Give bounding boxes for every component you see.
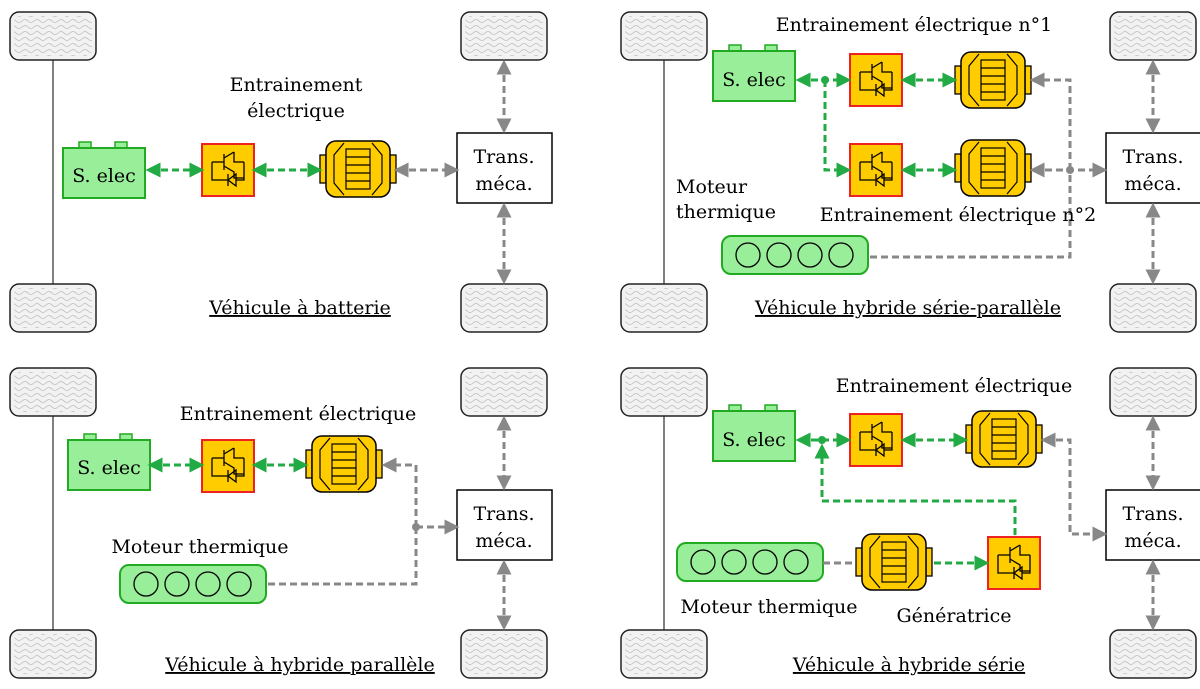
transmission-label-line1: Trans. <box>473 146 534 168</box>
transmission-box <box>1105 132 1200 204</box>
diagram-title: Véhicule hybride série-parallèle <box>754 297 1061 319</box>
electric-motor-icon <box>319 140 397 198</box>
panel-parallel-hybrid: S. elec Trans. méca. Entrainement électr… <box>9 367 553 679</box>
diagram-title: Véhicule à hybride parallèle <box>164 654 435 676</box>
tire-icon <box>460 629 548 679</box>
tire-icon <box>460 11 548 61</box>
drive-label: Entrainement électrique <box>836 375 1073 397</box>
tire-icon <box>460 367 548 417</box>
engine-icon <box>721 235 869 275</box>
electric-motor-icon <box>965 410 1043 468</box>
tire-icon <box>620 283 708 333</box>
electric-motor-icon <box>305 435 383 493</box>
gray-arrow <box>870 170 1072 259</box>
drive-label-line1: Entrainement <box>230 74 363 96</box>
engine-label-line1: Moteur <box>676 176 748 198</box>
panel-series-parallel-hybrid: S. elec Trans. méca. Entrainement électr… <box>620 11 1200 333</box>
drive2-label: Entrainement électrique n°2 <box>820 204 1096 226</box>
drive-label-line2: électrique <box>247 100 345 122</box>
converter-icon <box>201 143 255 197</box>
tire-icon <box>9 283 97 333</box>
diagram-title: Véhicule à hybride série <box>792 654 1025 676</box>
battery-label: S. elec <box>72 165 136 187</box>
battery-label: S. elec <box>722 69 786 91</box>
tire-icon <box>1109 367 1197 417</box>
junction-dot <box>1066 166 1074 174</box>
tire-icon <box>1109 283 1197 333</box>
converter-icon <box>849 53 903 107</box>
transmission-label-line1: Trans. <box>1122 503 1183 525</box>
tire-icon <box>9 629 97 679</box>
tire-icon <box>1109 629 1197 679</box>
transmission-label-line2: méca. <box>475 173 532 195</box>
junction-dot <box>821 76 829 84</box>
junction-dot <box>818 436 826 444</box>
engine-icon <box>119 564 267 604</box>
drive-label: Entrainement électrique <box>180 403 417 425</box>
engine-label: Moteur thermique <box>680 596 857 618</box>
converter-icon <box>849 143 903 197</box>
transmission-label-line1: Trans. <box>1122 146 1183 168</box>
transmission-label-line2: méca. <box>1124 173 1181 195</box>
transmission-label-line2: méca. <box>1124 530 1181 552</box>
green-arrow <box>823 80 852 178</box>
gray-arrow <box>1029 72 1072 170</box>
tire-icon <box>620 629 708 679</box>
tire-icon <box>9 367 97 417</box>
gray-arrow <box>381 457 418 527</box>
gray-arrow <box>268 527 418 586</box>
engine-label-line2: thermique <box>676 201 776 223</box>
tire-icon <box>460 283 548 333</box>
gray-arrow <box>1040 432 1108 542</box>
tire-icon <box>1109 11 1197 61</box>
generator-label: Génératrice <box>897 605 1012 627</box>
transmission-label-line1: Trans. <box>473 503 534 525</box>
electric-motor-icon <box>954 139 1032 197</box>
converter-icon <box>849 413 903 467</box>
green-arrow <box>814 443 1017 535</box>
generator-icon <box>855 533 933 591</box>
battery-label: S. elec <box>77 457 141 479</box>
diagram-title: Véhicule à batterie <box>208 297 391 319</box>
tire-icon <box>620 367 708 417</box>
rectifier-icon <box>987 536 1041 590</box>
converter-icon <box>201 439 255 493</box>
drive1-label: Entrainement électrique n°1 <box>776 14 1052 36</box>
transmission-label-line2: méca. <box>475 530 532 552</box>
panel-battery-vehicle: S. elec Trans. méca. Entrainement électr… <box>9 11 553 333</box>
panel-series-hybrid: S. elec Trans. méca. Entrainement électr… <box>620 367 1200 679</box>
tire-icon <box>9 11 97 61</box>
electric-motor-icon <box>954 51 1032 109</box>
engine-label: Moteur thermique <box>111 536 288 558</box>
engine-icon <box>676 542 824 582</box>
battery-label: S. elec <box>722 429 786 451</box>
junction-dot <box>412 523 420 531</box>
tire-icon <box>620 11 708 61</box>
